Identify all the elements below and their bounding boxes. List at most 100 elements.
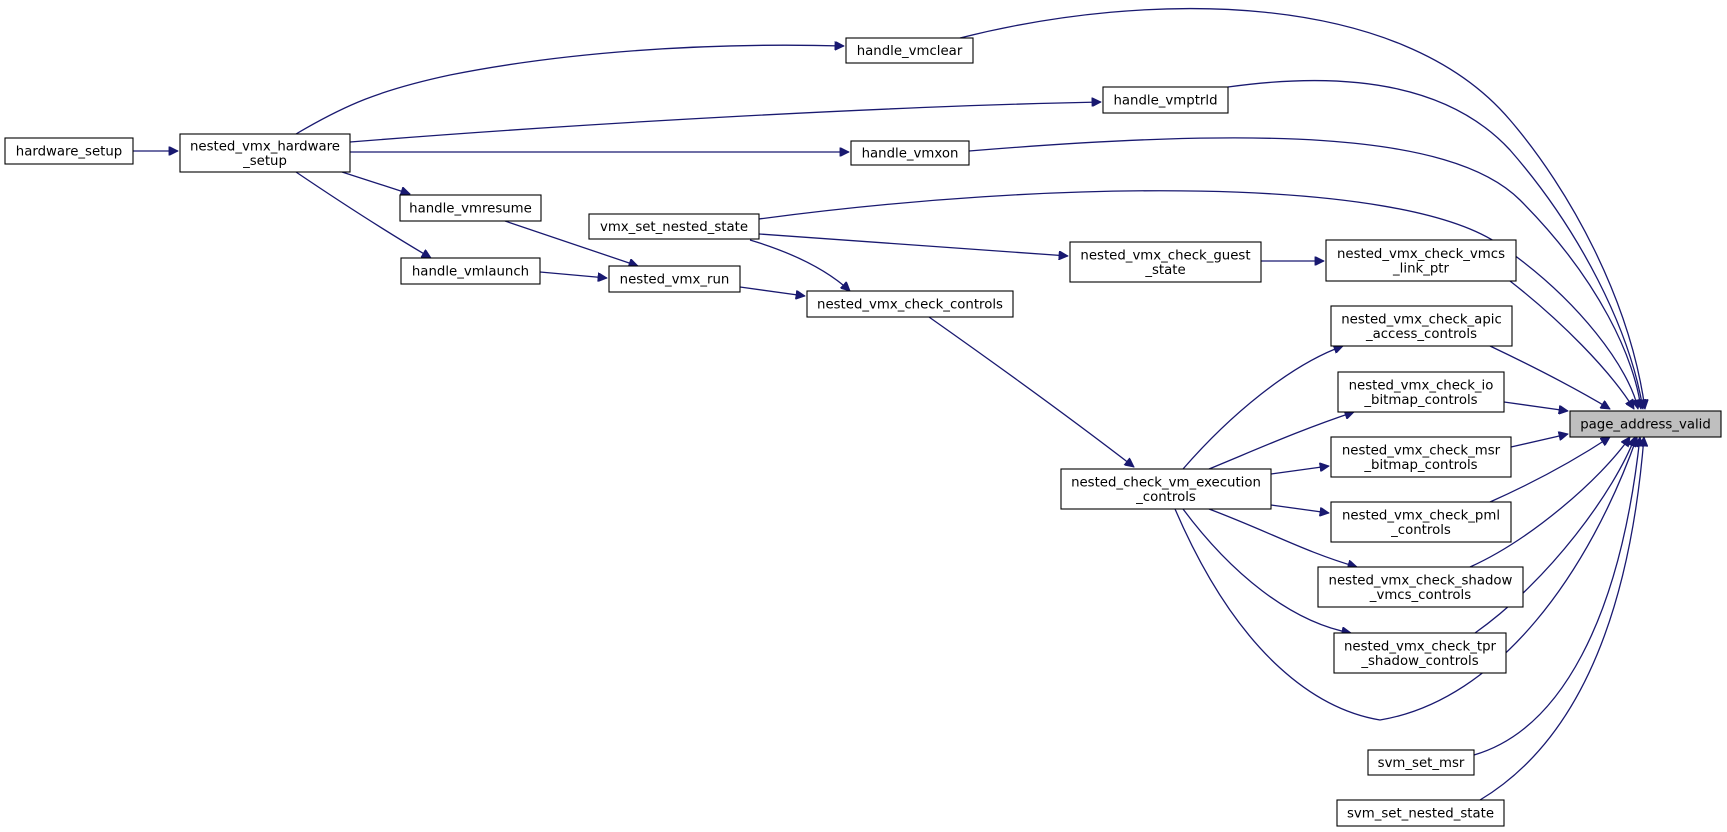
node-label: _state <box>1144 263 1185 278</box>
node-handle-vmptrld[interactable]: handle_vmptrld <box>1102 86 1229 114</box>
node-label: _bitmap_controls <box>1363 393 1477 408</box>
node-nested-vmx-check-shadow-vmcs-controls[interactable]: nested_vmx_check_shadow_vmcs_controls <box>1317 566 1524 608</box>
node-label: nested_vmx_hardware <box>190 139 340 154</box>
node-box <box>1337 371 1505 413</box>
node-label: handle_vmresume <box>409 202 532 217</box>
node-box <box>400 257 541 285</box>
node-nested-vmx-check-msr-bitmap-controls[interactable]: nested_vmx_check_msr_bitmap_controls <box>1330 436 1512 478</box>
node-label: handle_vmxon <box>862 147 959 162</box>
edge-nested-check-vm-execution-controls-to-nested-vmx-check-msr-bitmap-controls <box>1270 466 1329 475</box>
edge-svm-set-nested-state-to-page-address-valid <box>1479 437 1644 801</box>
node-label: handle_vmlaunch <box>412 265 529 280</box>
edge-nested-vmx-hardware-setup-to-handle-vmclear <box>295 45 844 135</box>
edge-nested-vmx-run-to-nested-vmx-check-controls <box>739 286 805 296</box>
node-label: nested_vmx_check_guest <box>1080 248 1250 263</box>
node-label: nested_vmx_check_apic <box>1341 312 1502 327</box>
edge-handle-vmresume-to-nested-vmx-run <box>504 220 638 266</box>
edge-nested-vmx-check-shadow-vmcs-controls-to-page-address-valid <box>1469 437 1630 568</box>
node-nested-vmx-hardware-setup[interactable]: nested_vmx_hardware_setup <box>179 133 351 173</box>
node-handle-vmlaunch[interactable]: handle_vmlaunch <box>400 257 541 285</box>
node-box <box>1330 305 1513 347</box>
node-box <box>1367 749 1475 776</box>
edge-nested-vmx-check-tpr-shadow-controls-to-page-address-valid <box>1474 437 1635 634</box>
node-box <box>1333 632 1507 674</box>
node-nested-vmx-check-pml-controls[interactable]: nested_vmx_check_pml_controls <box>1330 501 1512 543</box>
edge-handle-vmclear-to-page-address-valid <box>959 7 1645 409</box>
edge-nested-vmx-hardware-setup-to-handle-vmlaunch <box>295 171 431 259</box>
edge-nested-check-vm-execution-controls-to-nested-vmx-check-tpr-shadow-controls <box>1182 508 1351 633</box>
edge-vmx-set-nested-state-to-nested-vmx-check-controls <box>749 239 850 291</box>
node-label: page_address_valid <box>1580 418 1711 433</box>
node-label: _link_ptr <box>1392 261 1449 276</box>
edge-handle-vmxon-to-page-address-valid <box>968 137 1641 409</box>
edge-nested-vmx-check-msr-bitmap-controls-to-page-address-valid <box>1510 434 1568 448</box>
edge-nested-check-vm-execution-controls-to-nested-vmx-check-shadow-vmcs-controls <box>1208 508 1357 567</box>
node-label: _shadow_controls <box>1360 654 1478 669</box>
edge-vmx-set-nested-state-to-nested-vmx-check-guest-state <box>758 233 1068 256</box>
edge-nested-vmx-check-pml-controls-to-page-address-valid <box>1489 437 1610 503</box>
node-box <box>588 213 760 240</box>
edge-nested-vmx-hardware-setup-to-handle-vmptrld <box>349 102 1101 143</box>
node-nested-vmx-check-controls[interactable]: nested_vmx_check_controls <box>806 290 1014 318</box>
node-label: _controls <box>1390 523 1451 538</box>
node-handle-vmresume[interactable]: handle_vmresume <box>399 194 542 222</box>
edge-nested-vmx-check-vmcs-link-ptr-to-page-address-valid <box>1509 280 1635 409</box>
node-label: svm_set_msr <box>1378 756 1465 771</box>
node-hardware-setup[interactable]: hardware_setup <box>4 137 134 165</box>
edge-nested-check-vm-execution-controls-to-nested-vmx-check-pml-controls <box>1270 504 1329 513</box>
node-handle-vmxon[interactable]: handle_vmxon <box>850 140 970 166</box>
node-label: nested_vmx_run <box>620 273 730 288</box>
node-box <box>1102 86 1229 114</box>
node-svm-set-nested-state[interactable]: svm_set_nested_state <box>1336 799 1505 827</box>
edge-nested-vmx-check-controls-to-nested-check-vm-execution-controls <box>928 316 1134 467</box>
node-label: _access_controls <box>1365 327 1477 342</box>
edges <box>133 7 1645 801</box>
node-box <box>806 290 1014 318</box>
node-label: handle_vmclear <box>857 44 963 59</box>
node-box <box>1325 239 1517 282</box>
node-box <box>1330 436 1512 478</box>
node-label: nested_vmx_check_pml <box>1342 508 1500 523</box>
edge-nested-vmx-check-apic-access-controls-to-page-address-valid <box>1489 345 1610 410</box>
node-nested-vmx-check-guest-state[interactable]: nested_vmx_check_guest_state <box>1069 241 1262 283</box>
node-label: _setup <box>242 154 287 169</box>
node-label: hardware_setup <box>16 145 122 160</box>
node-label: svm_set_nested_state <box>1347 807 1494 822</box>
node-nested-vmx-run[interactable]: nested_vmx_run <box>608 265 741 293</box>
node-label: nested_vmx_check_io <box>1349 378 1494 393</box>
node-label: vmx_set_nested_state <box>600 220 748 235</box>
edge-nested-check-vm-execution-controls-to-page-address-valid <box>1174 437 1637 721</box>
node-box <box>4 137 134 165</box>
node-box <box>1330 501 1512 543</box>
node-box <box>608 265 741 293</box>
node-nested-vmx-check-apic-access-controls[interactable]: nested_vmx_check_apic_access_controls <box>1330 305 1513 347</box>
node-page-address-valid[interactable]: page_address_valid <box>1569 410 1722 438</box>
node-label: nested_vmx_check_tpr <box>1344 639 1497 654</box>
node-nested-vmx-check-tpr-shadow-controls[interactable]: nested_vmx_check_tpr_shadow_controls <box>1333 632 1507 674</box>
edge-nested-check-vm-execution-controls-to-nested-vmx-check-io-bitmap-controls <box>1208 412 1354 470</box>
edge-nested-vmx-hardware-setup-to-handle-vmresume <box>341 171 410 194</box>
edge-nested-check-vm-execution-controls-to-nested-vmx-check-apic-access-controls <box>1182 346 1343 470</box>
node-box <box>1336 799 1505 827</box>
node-box <box>850 140 970 166</box>
node-handle-vmclear[interactable]: handle_vmclear <box>845 37 974 64</box>
edge-handle-vmlaunch-to-nested-vmx-run <box>539 271 607 278</box>
node-label: _controls <box>1135 490 1196 505</box>
node-label: handle_vmptrld <box>1113 94 1217 109</box>
node-vmx-set-nested-state[interactable]: vmx_set_nested_state <box>588 213 760 240</box>
node-label: nested_vmx_check_shadow <box>1329 573 1513 588</box>
node-box <box>399 194 542 222</box>
edge-nested-vmx-check-io-bitmap-controls-to-page-address-valid <box>1503 401 1568 411</box>
node-label: _bitmap_controls <box>1363 458 1477 473</box>
node-box <box>845 37 974 64</box>
node-box <box>1569 410 1722 438</box>
node-box <box>1060 468 1272 510</box>
node-nested-check-vm-execution-controls[interactable]: nested_check_vm_execution_controls <box>1060 468 1272 510</box>
node-label: nested_check_vm_execution <box>1071 475 1261 490</box>
node-nested-vmx-check-io-bitmap-controls[interactable]: nested_vmx_check_io_bitmap_controls <box>1337 371 1505 413</box>
edge-vmx-set-nested-state-to-page-address-valid <box>758 190 1638 409</box>
node-nested-vmx-check-vmcs-link-ptr[interactable]: nested_vmx_check_vmcs_link_ptr <box>1325 239 1517 282</box>
node-svm-set-msr[interactable]: svm_set_msr <box>1367 749 1475 776</box>
